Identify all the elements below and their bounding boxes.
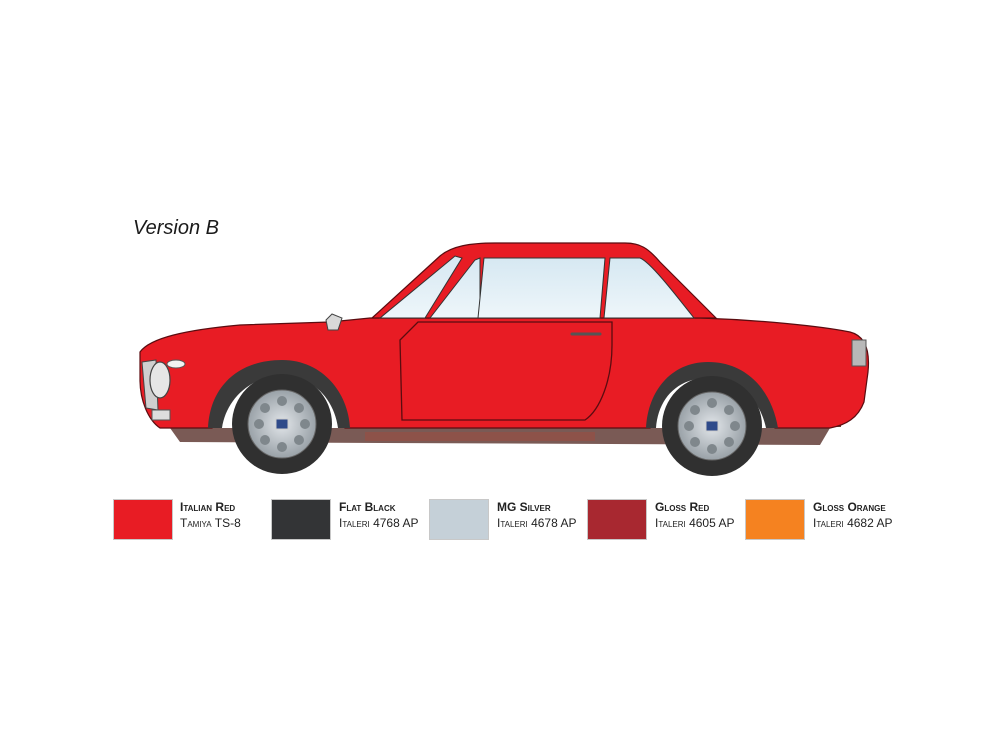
color-swatch <box>113 499 173 540</box>
color-name: Gloss Red <box>655 500 710 514</box>
color-name: Italian Red <box>180 500 236 514</box>
windshield <box>378 255 463 319</box>
rear-wheel <box>662 376 762 476</box>
rear-wheel-arch <box>646 362 778 428</box>
color-code: Italeri 4605 AP <box>655 515 735 530</box>
color-swatch <box>271 499 331 540</box>
headlight <box>149 361 171 399</box>
front-side-window <box>428 257 481 319</box>
color-code: Italeri 4682 AP <box>813 515 893 530</box>
color-swatch <box>587 499 647 540</box>
front-wheel-arch <box>208 360 350 428</box>
color-name: Gloss Orange <box>813 500 886 514</box>
color-label: MG Silver Italeri 4678 AP <box>497 500 577 531</box>
door-outline <box>399 321 613 421</box>
color-label: Gloss Orange Italeri 4682 AP <box>813 500 893 531</box>
color-name: Flat Black <box>339 500 396 514</box>
color-code: Italeri 4678 AP <box>497 515 577 530</box>
side-sill <box>365 432 595 441</box>
front-wheel <box>232 374 332 474</box>
color-swatch <box>745 499 805 540</box>
color-label: Flat Black Italeri 4768 AP <box>339 500 419 531</box>
color-code: Tamiya TS-8 <box>180 515 241 530</box>
color-label: Italian Red Tamiya TS-8 <box>180 500 241 531</box>
color-code: Italeri 4768 AP <box>339 515 419 530</box>
front-bumper <box>151 409 171 421</box>
color-name: MG Silver <box>497 500 551 514</box>
rear-light <box>851 339 867 367</box>
door-window <box>477 257 606 319</box>
side-mirror <box>325 313 343 331</box>
color-swatch <box>429 499 489 540</box>
rear-window <box>603 257 696 319</box>
color-label: Gloss Red Italeri 4605 AP <box>655 500 735 531</box>
version-title: Version B <box>133 217 219 239</box>
